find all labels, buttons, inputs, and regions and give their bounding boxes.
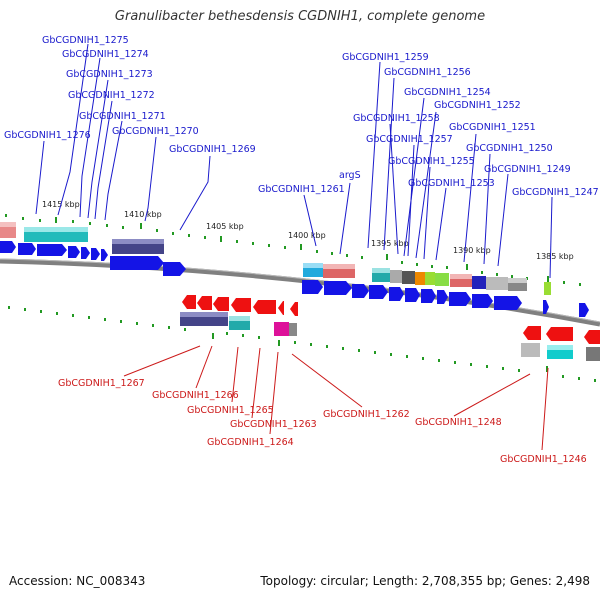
gene-label: GbCGDNIH1_1249 bbox=[484, 164, 571, 175]
gene-label: GbCGDNIH1_1275 bbox=[42, 35, 129, 46]
forward-domain-blocks bbox=[0, 222, 551, 295]
map-title: Granulibacter bethesdensis CGDNIH1, comp… bbox=[114, 9, 486, 24]
gene-label: GbCGDNIH1_1272 bbox=[68, 90, 155, 101]
forward-arrows bbox=[0, 241, 589, 317]
tick-label: 1390 kbp bbox=[453, 246, 491, 255]
gene-label: GbCGDNIH1_1255 bbox=[388, 156, 475, 167]
gene-label: GbCGDNIH1_1270 bbox=[112, 126, 199, 137]
gene-label: GbCGDNIH1_1258 bbox=[353, 113, 440, 124]
gene-label: GbCGDNIH1_1247 bbox=[512, 187, 599, 198]
reverse-domain-blocks bbox=[180, 312, 600, 361]
gene-label: GbCGDNIH1_1253 bbox=[408, 178, 495, 189]
reverse-gene-labels: GbCGDNIH1_1267 GbCGDNIH1_1266 GbCGDNIH1_… bbox=[58, 378, 587, 465]
gene-label: GbCGDNIH1_1266 bbox=[152, 390, 239, 401]
genome-backbone bbox=[0, 258, 600, 327]
gene-label: GbCGDNIH1_1269 bbox=[169, 144, 256, 155]
lower-tick-track bbox=[8, 306, 596, 382]
tick-label: 1400 kbp bbox=[288, 231, 326, 240]
gene-label: GbCGDNIH1_1262 bbox=[323, 409, 410, 420]
gene-label: GbCGDNIH1_1265 bbox=[187, 405, 274, 416]
tick-label: 1395 kbp bbox=[371, 239, 409, 248]
gene-label: GbCGDNIH1_1250 bbox=[466, 143, 553, 154]
gene-label: argS bbox=[339, 170, 361, 181]
reverse-leader-lines bbox=[123, 345, 549, 451]
gene-label: GbCGDNIH1_1257 bbox=[366, 134, 453, 145]
gene-label: GbCGDNIH1_1248 bbox=[415, 417, 502, 428]
gene-label: GbCGDNIH1_1273 bbox=[66, 69, 153, 80]
reverse-arrows bbox=[182, 295, 600, 344]
gene-label: GbCGDNIH1_1251 bbox=[449, 122, 536, 133]
gene-label: GbCGDNIH1_1271 bbox=[79, 111, 166, 122]
gene-label: GbCGDNIH1_1246 bbox=[500, 454, 587, 465]
gene-label: GbCGDNIH1_1276 bbox=[4, 130, 91, 141]
gene-label: GbCGDNIH1_1256 bbox=[384, 67, 471, 78]
tick-label: 1405 kbp bbox=[206, 222, 244, 231]
gene-label: GbCGDNIH1_1254 bbox=[404, 87, 491, 98]
gene-label: GbCGDNIH1_1264 bbox=[207, 437, 294, 448]
forward-leader-lines bbox=[35, 43, 553, 279]
accession-text: Accession: NC_008343 bbox=[9, 574, 146, 588]
genome-stats-text: Topology: circular; Length: 2,708,355 bp… bbox=[260, 574, 590, 588]
gene-label: GbCGDNIH1_1252 bbox=[434, 100, 521, 111]
gene-label: GbCGDNIH1_1259 bbox=[342, 52, 429, 63]
gene-label: GbCGDNIH1_1267 bbox=[58, 378, 145, 389]
gene-label: GbCGDNIH1_1261 bbox=[258, 184, 345, 195]
gene-label: GbCGDNIH1_1274 bbox=[62, 49, 149, 60]
forward-gene-labels: GbCGDNIH1_1275 GbCGDNIH1_1274 GbCGDNIH1_… bbox=[4, 35, 599, 198]
tick-label: 1385 kbp bbox=[536, 252, 574, 261]
gene-label: GbCGDNIH1_1263 bbox=[230, 419, 317, 430]
tick-label: 1410 kbp bbox=[124, 210, 162, 219]
